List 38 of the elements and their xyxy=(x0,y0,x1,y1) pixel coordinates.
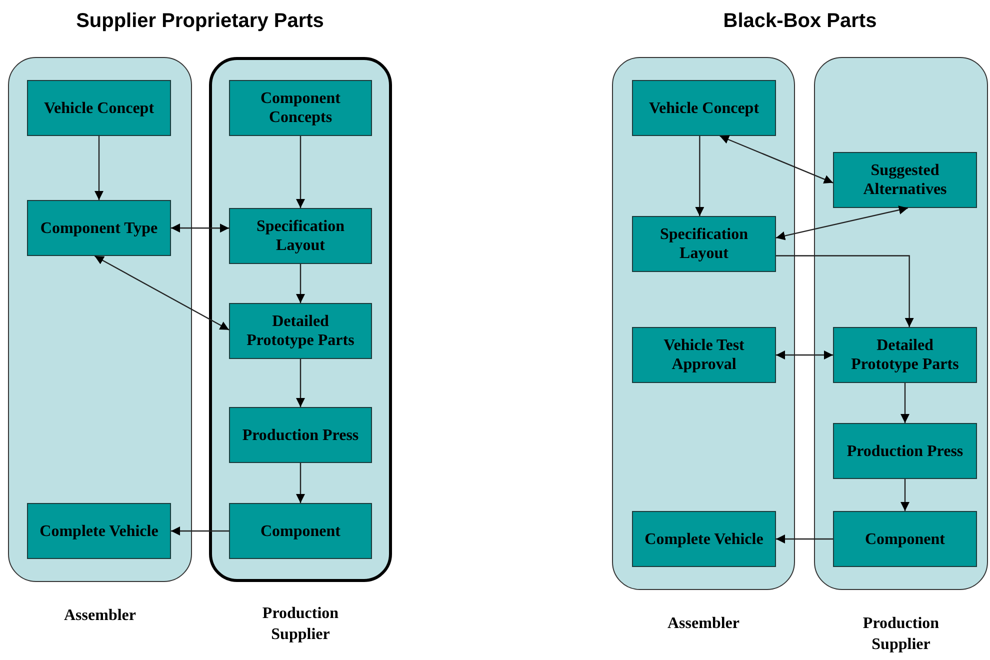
arrow xyxy=(695,136,704,216)
arrow xyxy=(296,463,305,503)
diagram-heading: Supplier Proprietary Parts xyxy=(76,10,324,33)
arrow xyxy=(94,255,230,330)
arrow xyxy=(776,206,908,240)
process-box: Complete Vehicle xyxy=(27,503,171,559)
process-box: Component Concepts xyxy=(229,80,372,136)
arrow xyxy=(296,359,305,407)
process-box: Component xyxy=(229,503,372,559)
process-box: Detailed Prototype Parts xyxy=(833,327,977,383)
process-box: Production Press xyxy=(229,407,372,463)
process-box: Component Type xyxy=(27,200,171,256)
lane-label: Production Supplier xyxy=(862,614,940,655)
process-box: Vehicle Test Approval xyxy=(632,327,776,383)
arrow xyxy=(776,534,833,544)
process-box: Detailed Prototype Parts xyxy=(229,303,372,359)
process-box: Specification Layout xyxy=(229,208,372,264)
diagram-heading: Black-Box Parts xyxy=(723,10,877,33)
process-box: Component xyxy=(833,511,977,567)
process-box: Suggested Alternatives xyxy=(833,152,977,208)
arrow xyxy=(296,136,305,208)
lane-label: Assembler xyxy=(63,606,137,626)
arrow xyxy=(900,479,910,511)
process-box: Vehicle Concept xyxy=(632,80,776,136)
process-box: Production Press xyxy=(833,423,977,479)
arrow xyxy=(776,350,833,360)
process-box: Vehicle Concept xyxy=(27,80,171,136)
arrow xyxy=(171,224,229,233)
process-box: Complete Vehicle xyxy=(632,511,776,567)
arrow xyxy=(900,383,910,423)
lane-label: Assembler xyxy=(666,614,740,634)
arrow xyxy=(776,255,914,327)
arrow xyxy=(171,526,229,536)
arrow xyxy=(296,264,305,303)
process-box: Specification Layout xyxy=(632,216,776,272)
arrow xyxy=(94,136,104,200)
lane-label: Production Supplier xyxy=(261,604,340,645)
arrow xyxy=(720,135,834,184)
